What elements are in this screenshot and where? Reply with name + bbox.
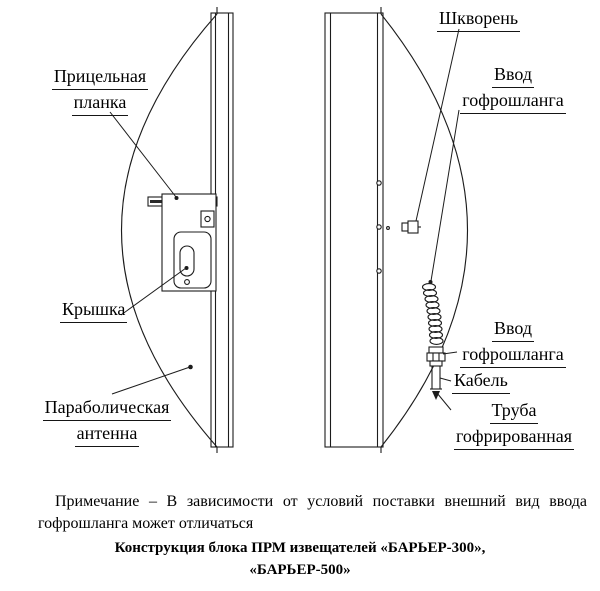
label-cover: Крышка <box>60 297 140 323</box>
label-kingpin-line1: Шкворень <box>437 6 521 32</box>
label-hose-top-line2: гофрошланга <box>460 88 566 114</box>
cover-plate <box>161 193 217 292</box>
label-sight-bar-line2: планка <box>71 90 129 116</box>
label-hose-inlet-bottom: Ввод гофрошланга <box>450 316 576 368</box>
hose-fitting <box>426 346 446 367</box>
label-antenna-line2: антенна <box>74 421 140 447</box>
label-corrugated-tube: Труба гофрированная <box>444 398 584 450</box>
label-antenna-line1: Параболическая <box>42 395 172 421</box>
cable-tube <box>430 366 442 400</box>
leader-tube <box>436 392 452 411</box>
figure-caption: Конструкция блока ПРМ извещателей «БАРЬЕ… <box>0 537 600 581</box>
leader-kingpin <box>415 28 460 222</box>
left-dish-profile <box>120 13 218 448</box>
label-cover-line1: Крышка <box>60 297 128 323</box>
antenna-diagram <box>109 7 468 453</box>
label-kingpin: Шкворень <box>437 6 547 32</box>
label-sight-bar-line1: Прицельная <box>51 64 149 90</box>
leader-cable <box>439 377 452 382</box>
note-text: Примечание – В зависимости от условий по… <box>38 493 587 532</box>
label-hose-inlet-top: Ввод гофрошланга <box>450 62 576 114</box>
label-tube-line1: Труба <box>489 398 539 424</box>
left-back-panel <box>210 12 234 448</box>
panel-holes <box>376 180 390 274</box>
leader-hose-bottom <box>442 351 458 355</box>
label-hose-bottom-line2: гофрошланга <box>460 342 566 368</box>
label-tube-line2: гофрированная <box>453 424 574 450</box>
leader-sight-bar <box>109 111 177 198</box>
leader-cover <box>120 267 187 316</box>
label-hose-top-line1: Ввод <box>491 62 535 88</box>
figure-caption-line1: Конструкция блока ПРМ извещателей «БАРЬЕ… <box>114 540 486 556</box>
label-sight-bar: Прицельная планка <box>40 64 160 116</box>
leader-antenna <box>111 366 191 395</box>
right-dish-profile <box>380 13 468 448</box>
label-hose-bottom-line1: Ввод <box>491 316 535 342</box>
label-cable-line1: Кабель <box>452 368 510 394</box>
label-parabolic-antenna: Параболическая антенна <box>28 395 186 447</box>
leader-hose-top <box>430 109 460 282</box>
figure-caption-line2: «БАРЬЕР-500» <box>249 562 351 578</box>
right-back-panel <box>324 12 384 448</box>
kingpin-bolt <box>401 220 421 234</box>
corrugated-hose <box>421 283 444 345</box>
label-cable: Кабель <box>452 368 542 394</box>
leader-lines <box>109 28 460 411</box>
